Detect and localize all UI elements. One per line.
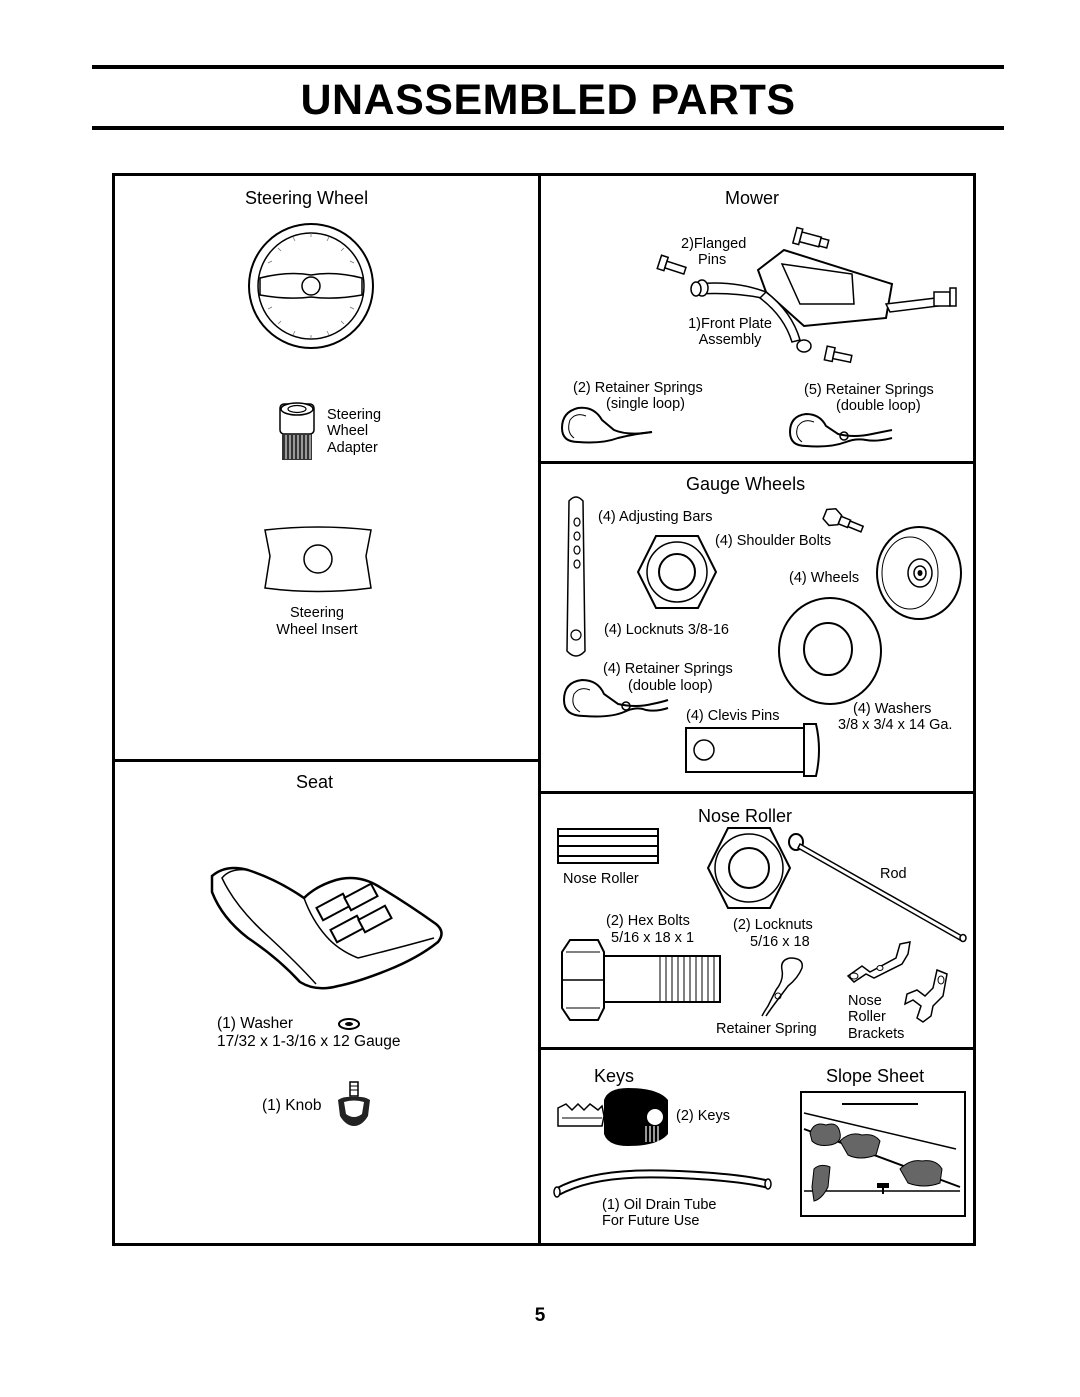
steering-wheel-icon bbox=[248, 223, 374, 349]
front-plate-label-1: 1)Front Plate bbox=[688, 316, 772, 332]
washers-label-1: (4) Washers bbox=[853, 701, 932, 717]
nose-locknuts-label-2: 5/16 x 18 bbox=[750, 934, 810, 950]
left-divider bbox=[112, 759, 540, 762]
mower-heading: Mower bbox=[725, 188, 780, 208]
seat-heading: Seat bbox=[296, 772, 334, 792]
wheels-label: (4) Wheels bbox=[789, 570, 860, 586]
title-rule-top bbox=[92, 65, 1004, 69]
key-icon bbox=[557, 1088, 668, 1146]
adapter-label-2: Wheel bbox=[327, 423, 369, 439]
adjusting-bars-label: (4) Adjusting Bars bbox=[598, 509, 713, 525]
flanged-pins-label-1: 2)Flanged bbox=[681, 236, 747, 252]
hex-bolt-icon bbox=[561, 939, 721, 1021]
bracket-icon-1 bbox=[846, 941, 911, 983]
column-divider bbox=[538, 173, 541, 1246]
adapter-label-3: Adapter bbox=[327, 440, 378, 456]
nose-divider bbox=[540, 1047, 976, 1050]
knob-label: (1) Knob bbox=[262, 1097, 322, 1114]
insert-label-2: Wheel Insert bbox=[276, 622, 358, 638]
keys-heading: Keys bbox=[594, 1066, 635, 1086]
brackets-label-1: Nose bbox=[848, 993, 882, 1009]
front-plate-icon bbox=[656, 226, 957, 364]
nose-locknut-icon bbox=[706, 827, 792, 909]
washer-size: 17/32 x 1-3/16 x 12 Gauge bbox=[217, 1033, 401, 1050]
front-plate-label-2: Assembly bbox=[698, 332, 762, 348]
springs-double-label-1: (5) Retainer Springs bbox=[804, 382, 934, 398]
gauge-divider bbox=[540, 791, 976, 794]
nose-roller-heading: Nose Roller bbox=[698, 806, 793, 826]
gauge-wheels-heading: Gauge Wheels bbox=[686, 474, 806, 494]
clevis-pin-icon bbox=[685, 723, 820, 777]
mower-divider bbox=[540, 461, 976, 464]
shoulder-bolts-label: (4) Shoulder Bolts bbox=[715, 533, 832, 549]
keys-label: (2) Keys bbox=[676, 1108, 731, 1124]
clevis-pins-label: (4) Clevis Pins bbox=[686, 708, 780, 724]
drain-tube-label-1: (1) Oil Drain Tube bbox=[602, 1197, 717, 1213]
springs-single-label-2: (single loop) bbox=[606, 396, 685, 412]
knob-icon bbox=[338, 1081, 370, 1126]
page-number: 5 bbox=[534, 1305, 546, 1326]
brackets-label-2: Roller bbox=[848, 1009, 886, 1025]
title-rule-bottom bbox=[92, 126, 1004, 130]
nose-roller-icon bbox=[557, 828, 659, 864]
rod-label: Rod bbox=[880, 866, 907, 882]
rod-icon bbox=[788, 833, 967, 943]
adapter-icon bbox=[279, 402, 315, 460]
bracket-icon-2 bbox=[903, 968, 948, 1023]
hex-bolts-label-1: (2) Hex Bolts bbox=[606, 913, 690, 929]
slope-sheet-icon bbox=[800, 1091, 966, 1217]
washer-large-icon bbox=[778, 597, 882, 705]
drain-tube-label-2: For Future Use bbox=[602, 1213, 700, 1229]
parts-frame bbox=[112, 173, 976, 1246]
adjusting-bar-icon bbox=[566, 496, 586, 657]
seat-icon bbox=[210, 866, 443, 990]
brackets-label-3: Brackets bbox=[848, 1026, 905, 1042]
springs-double-label-2: (double loop) bbox=[836, 398, 921, 414]
gauge-spring-icon bbox=[562, 678, 669, 718]
hex-bolts-label-2: 5/16 x 18 x 1 bbox=[611, 930, 695, 946]
adapter-label-1: Steering bbox=[327, 407, 382, 423]
nose-retainer-spring-icon bbox=[761, 957, 803, 1017]
nose-locknuts-label-1: (2) Locknuts bbox=[733, 917, 813, 933]
flanged-pins-label-2: Pins bbox=[698, 252, 727, 268]
washer-label: (1) Washer bbox=[217, 1015, 294, 1032]
shoulder-bolt-icon bbox=[822, 507, 865, 533]
nose-retainer-spring-label: Retainer Spring bbox=[716, 1021, 817, 1037]
gauge-springs-label-2: (double loop) bbox=[628, 678, 713, 694]
nose-roller-label: Nose Roller bbox=[563, 871, 639, 887]
wheel-icon bbox=[876, 526, 962, 620]
gauge-springs-label-1: (4) Retainer Springs bbox=[603, 661, 733, 677]
steering-wheel-heading: Steering Wheel bbox=[245, 188, 369, 208]
washers-label-2: 3/8 x 3/4 x 14 Ga. bbox=[838, 717, 953, 733]
springs-single-label-1: (2) Retainer Springs bbox=[573, 380, 703, 396]
spring-double-icon bbox=[788, 412, 893, 448]
insert-label-1: Steering bbox=[289, 605, 344, 621]
insert-icon bbox=[264, 526, 372, 593]
drain-tube-icon bbox=[553, 1169, 772, 1198]
page-title: UNASSEMBLED PARTS bbox=[300, 76, 796, 124]
washer-icon bbox=[338, 1018, 360, 1030]
slope-sheet-heading: Slope Sheet bbox=[826, 1066, 925, 1086]
locknut-icon bbox=[636, 535, 718, 609]
spring-single-icon bbox=[560, 406, 653, 444]
locknuts-label: (4) Locknuts 3/8-16 bbox=[604, 622, 729, 638]
